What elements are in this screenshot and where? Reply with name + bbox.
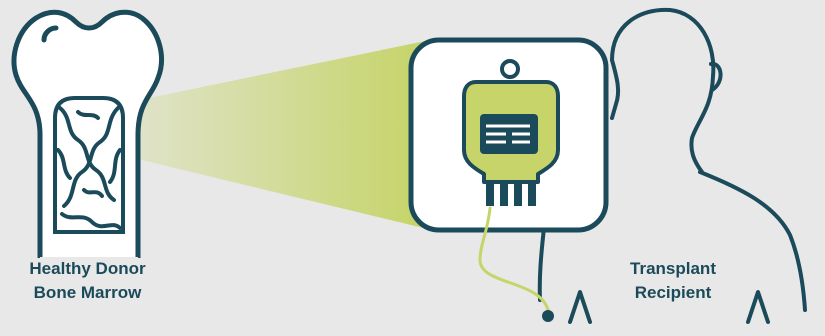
recipient-label-line-1: Transplant [630,259,716,278]
donor-label: Healthy Donor Bone Marrow [0,257,175,305]
bone-marrow-icon [14,12,161,258]
donor-label-line-2: Bone Marrow [34,283,142,302]
recipient-label-line-2: Recipient [635,283,712,302]
donor-label-line-1: Healthy Donor [29,259,145,278]
recipient-label: Transplant Recipient [588,257,758,305]
